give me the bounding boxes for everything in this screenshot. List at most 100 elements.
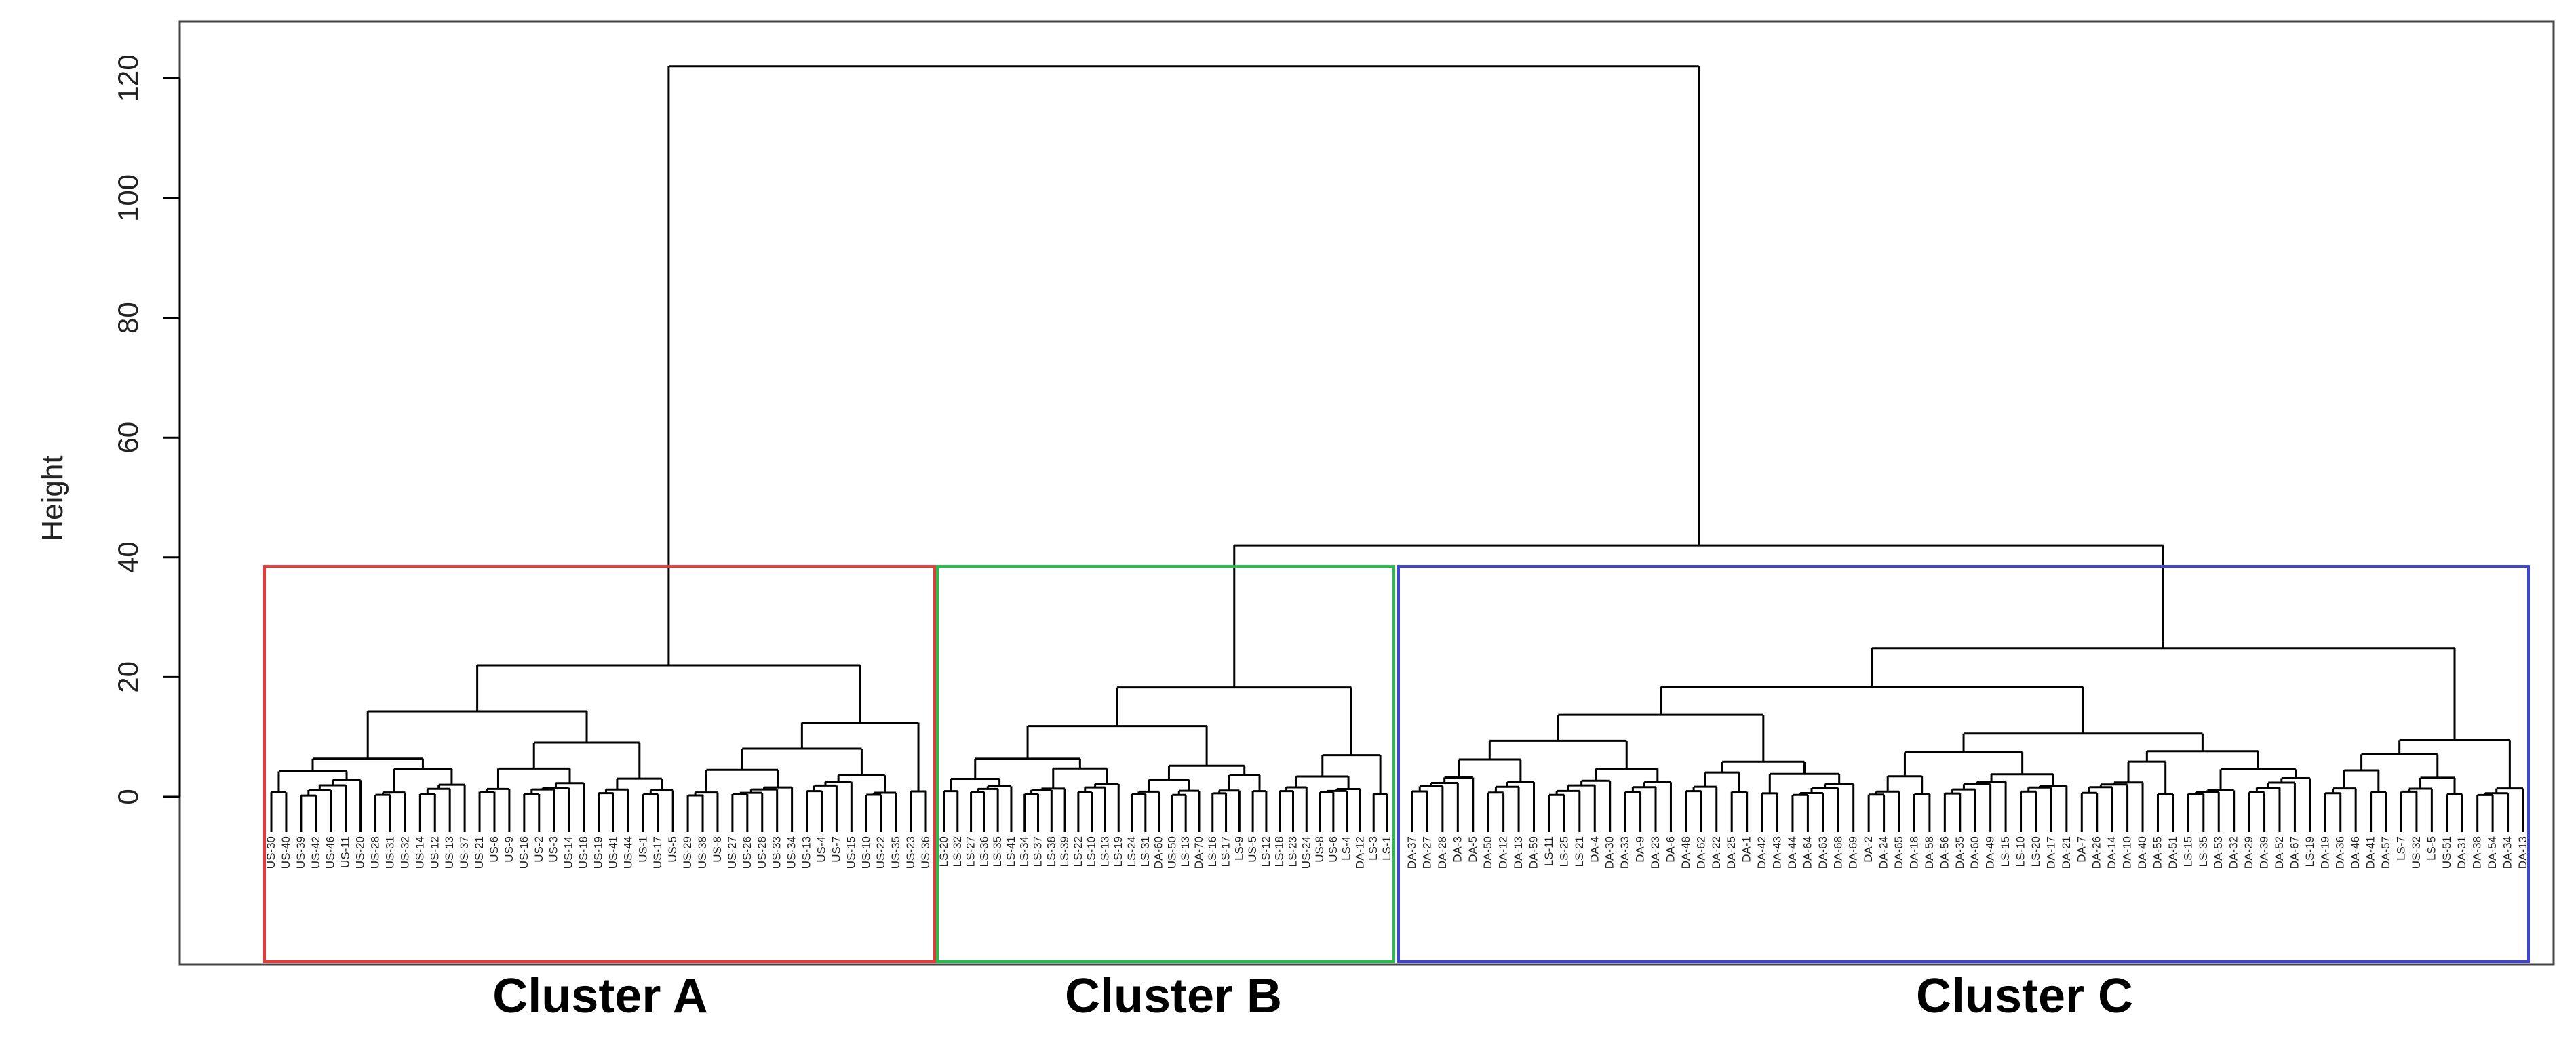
leaf-label: DA-41	[2364, 836, 2377, 869]
leaf-label: DA-57	[2379, 836, 2392, 869]
leaf-label: US-34	[785, 836, 798, 869]
leaf-label: DA-69	[1847, 836, 1860, 869]
leaf-label: US-51	[2440, 836, 2453, 869]
leaf-label: DA-17	[2044, 836, 2057, 869]
leaf-label: US-27	[726, 836, 739, 869]
leaf-label: US-35	[889, 836, 902, 869]
leaf-label: LS-34	[1018, 836, 1031, 867]
leaf-label: DA-1	[1740, 836, 1753, 863]
leaf-label: LS-31	[1139, 836, 1152, 867]
leaf-label: US-8	[1313, 836, 1326, 863]
leaf-label: DA-62	[1694, 836, 1707, 869]
leaf-label: DA-30	[1603, 836, 1616, 869]
leaf-label: DA-32	[2227, 836, 2240, 869]
leaf-label: DA-10	[2121, 836, 2134, 869]
leaf-label: LS-15	[1999, 836, 2012, 867]
y-tick-label: 120	[112, 54, 144, 102]
leaf-label: US-4	[815, 836, 827, 863]
leaf-label: DA-49	[1984, 836, 1997, 869]
y-tick-label: 80	[112, 302, 144, 334]
leaf-label: LS-10	[1085, 836, 1098, 867]
leaf-label: US-42	[309, 836, 322, 869]
leaf-label: LS-24	[1125, 836, 1138, 867]
leaf-label: US-21	[473, 836, 486, 869]
leaf-label: DA-9	[1634, 836, 1647, 863]
leaf-label: US-5	[1246, 836, 1259, 863]
leaf-label: US-8	[711, 836, 724, 863]
leaf-label: DA-42	[1755, 836, 1768, 869]
leaf-label: LS-35	[2197, 836, 2210, 867]
leaf-label: DA-14	[2105, 836, 2118, 869]
y-tick-label: 0	[112, 789, 144, 804]
leaf-label: DA-37	[1405, 836, 1418, 869]
leaf-label: DA-29	[2242, 836, 2255, 869]
y-tick-label: 20	[112, 661, 144, 693]
leaf-label: US-9	[503, 836, 515, 863]
leaf-label: DA-68	[1831, 836, 1844, 869]
leaf-label: DA-27	[1420, 836, 1433, 869]
leaf-label: DA-50	[1481, 836, 1494, 869]
leaf-label: DA-36	[2334, 836, 2347, 869]
leaf-label: DA-40	[2136, 836, 2149, 869]
leaf-label: US-11	[339, 836, 352, 868]
leaf-label: US-1	[636, 836, 649, 863]
leaf-label: LS-27	[964, 836, 977, 867]
plot-frame	[178, 20, 2555, 966]
dendrogram-tree	[270, 65, 2524, 832]
cluster-box-a	[263, 565, 936, 963]
y-tick-label: 40	[112, 541, 144, 573]
leaf-label: DA-22	[1710, 836, 1723, 869]
leaf-label: US-18	[577, 836, 590, 869]
leaf-label: DA-12	[1497, 836, 1510, 869]
leaf-label: DA-48	[1679, 836, 1692, 869]
leaf-label: LS-13	[1098, 836, 1111, 867]
leaf-label: LS-37	[1032, 836, 1045, 867]
leaf-label: LS-12	[1260, 836, 1272, 867]
leaf-label: LS-17	[1219, 836, 1232, 867]
leaf-label: LS-39	[1058, 836, 1071, 867]
leaf-label: US-37	[458, 836, 471, 869]
leaf-label: DA-70	[1192, 836, 1205, 869]
leaf-label: LS-9	[1232, 836, 1245, 861]
leaf-label: US-14	[413, 836, 426, 869]
leaf-label: DA-33	[1618, 836, 1631, 869]
cluster-box-b	[936, 565, 1395, 963]
leaf-label: US-36	[919, 836, 932, 869]
leaf-label: LS-20	[937, 836, 950, 867]
leaf-label: DA-4	[1588, 836, 1601, 863]
leaf-label: DA-56	[1938, 836, 1951, 869]
leaf-label: US-6	[488, 836, 501, 863]
leaf-label: DA-46	[2349, 836, 2362, 869]
leaf-label: US-17	[651, 836, 664, 869]
leaf-label: LS-11	[1542, 836, 1555, 866]
leaf-label: DA-58	[1923, 836, 1936, 869]
leaf-label: DA-44	[1786, 836, 1799, 869]
leaf-label: DA-51	[2166, 836, 2179, 869]
leaf-label: US-28	[756, 836, 768, 869]
leaf-label: LS-23	[1286, 836, 1299, 867]
leaf-label: LS-36	[977, 836, 990, 867]
leaf-label: US-32	[398, 836, 411, 869]
leaf-label: LS-32	[951, 836, 964, 867]
leaf-label: LS-19	[2303, 836, 2316, 867]
leaf-label: LS-22	[1072, 836, 1085, 867]
leaf-label: US-7	[830, 836, 842, 863]
leaf-label: DA-38	[2471, 836, 2484, 869]
leaf-label: US-14	[562, 836, 575, 869]
leaf-label: LS-1	[1380, 836, 1393, 861]
leaf-label: US-12	[428, 836, 441, 869]
leaf-label: US-23	[904, 836, 917, 869]
leaf-label: DA-31	[2455, 836, 2468, 869]
leaf-label: US-38	[696, 836, 709, 869]
leaf-label: US-33	[770, 836, 783, 869]
leaf-label: US-40	[279, 836, 292, 869]
y-axis-label: Height	[36, 455, 69, 541]
leaf-label: LS-3	[1367, 836, 1380, 861]
leaf-label: LS-16	[1206, 836, 1219, 867]
leaf-label: DA-6	[1664, 836, 1677, 863]
leaf-label: US-2	[532, 836, 545, 863]
leaf-label: DA-26	[2090, 836, 2103, 869]
